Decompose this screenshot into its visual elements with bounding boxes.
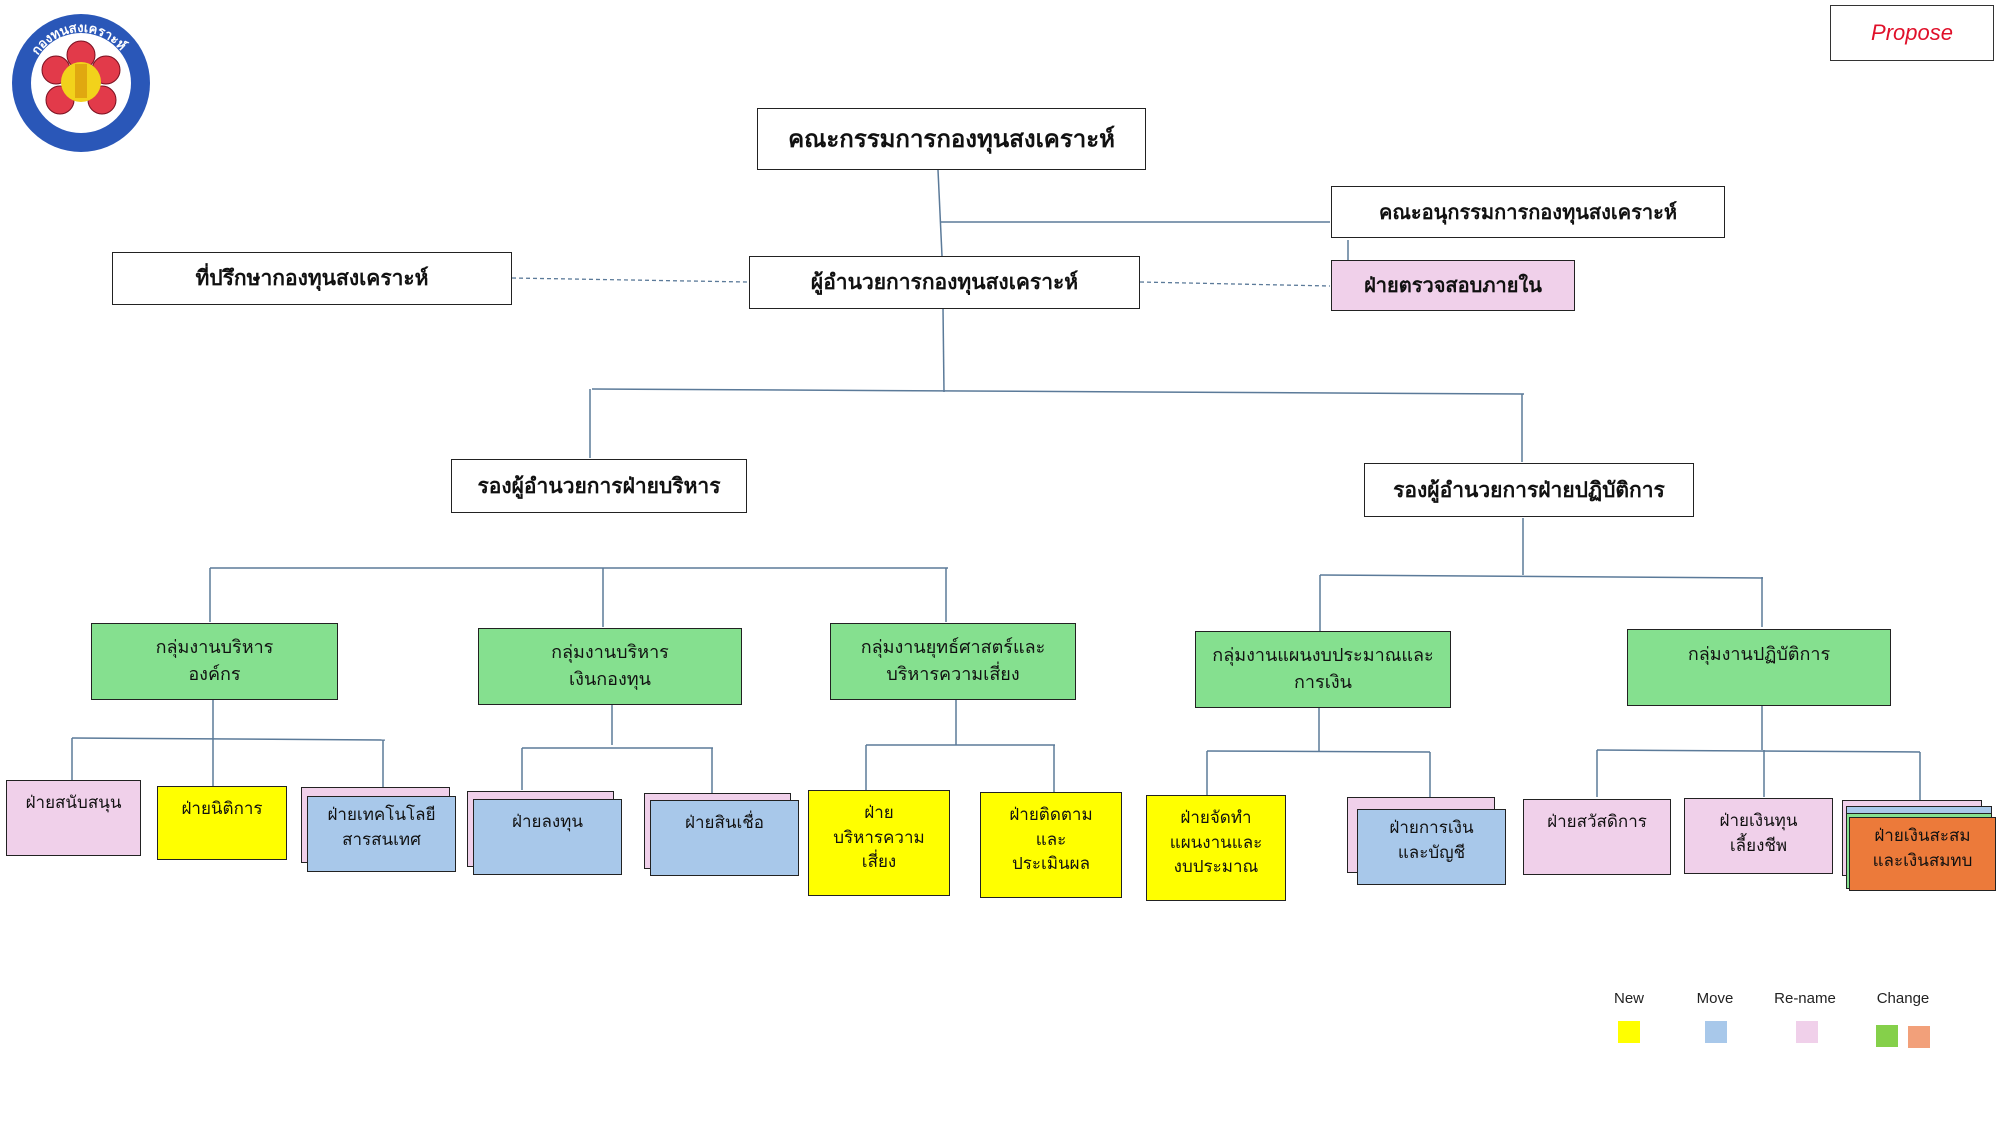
dept-label: ฝ่ายลงทุน bbox=[511, 812, 583, 832]
dept-label: ฝ่ายสวัสดิการ bbox=[1547, 812, 1647, 832]
board-box: คณะกรรมการกองทุนสงเคราะห์ bbox=[757, 108, 1146, 170]
advisor-box: ที่ปรึกษากองทุนสงเคราะห์ bbox=[112, 252, 512, 305]
dept-it: ฝ่ายเทคโนโลยี สารสนเทศ bbox=[307, 796, 456, 872]
dept-label: ฝ่ายนิติการ bbox=[181, 799, 263, 819]
legend-change-swatch-1 bbox=[1876, 1025, 1898, 1047]
dept-label: ฝ่ายจัดทำ แผนงานและ งบประมาณ bbox=[1169, 808, 1263, 878]
group-label: กลุ่มงานปฏิบัติการ bbox=[1687, 644, 1831, 665]
dept-provident-fund: ฝ่ายเงินทุน เลี้ยงชีพ bbox=[1684, 798, 1833, 874]
group-label: กลุ่มงานบริหาร เงินกองทุน bbox=[551, 642, 669, 690]
legend-move-label: Move bbox=[1696, 990, 1734, 1007]
dept-monitoring-evaluation: ฝ่ายติดตาม และ ประเมินผล bbox=[980, 792, 1122, 898]
group-label: กลุ่มงานแผนงบประมาณและ การเงิน bbox=[1212, 645, 1434, 693]
legend-change-swatch-2 bbox=[1908, 1026, 1930, 1048]
dept-legal: ฝ่ายนิติการ bbox=[157, 786, 287, 860]
advisor-label: ที่ปรึกษากองทุนสงเคราะห์ bbox=[195, 266, 429, 291]
dept-savings-contribution: ฝ่ายเงินสะสม และเงินสมทบ bbox=[1849, 817, 1996, 891]
legend-rename-swatch bbox=[1796, 1021, 1818, 1043]
dept-credit: ฝ่ายสินเชื่อ bbox=[650, 800, 799, 876]
board-label: คณะกรรมการกองทุนสงเคราะห์ bbox=[788, 124, 1115, 153]
dept-investment: ฝ่ายลงทุน bbox=[473, 799, 622, 875]
legend-change-label: Change bbox=[1876, 990, 1930, 1007]
organization-logo: กองทุนสงเคราะห์ bbox=[12, 14, 150, 152]
deputy-admin-label: รองผู้อำนวยการฝ่ายบริหาร bbox=[477, 473, 721, 498]
dept-finance-accounting: ฝ่ายการเงิน และบัญชี bbox=[1357, 809, 1506, 885]
group-org-admin: กลุ่มงานบริหาร องค์กร bbox=[91, 623, 338, 700]
director-label: ผู้อำนวยการกองทุนสงเคราะห์ bbox=[810, 270, 1079, 295]
dept-support: ฝ่ายสนับสนุน bbox=[6, 780, 141, 856]
group-label: กลุ่มงานบริหาร องค์กร bbox=[155, 637, 274, 685]
legend-new-swatch bbox=[1618, 1021, 1640, 1043]
deputy-ops-box: รองผู้อำนวยการฝ่ายปฏิบัติการ bbox=[1364, 463, 1694, 517]
legend-rename-label: Re-name bbox=[1774, 990, 1836, 1007]
dept-label: ฝ่ายเงินสะสม และเงินสมทบ bbox=[1872, 826, 1973, 871]
dept-label: ฝ่ายการเงิน และบัญชี bbox=[1389, 818, 1474, 863]
group-fund-admin: กลุ่มงานบริหาร เงินกองทุน bbox=[478, 628, 742, 705]
group-operations: กลุ่มงานปฏิบัติการ bbox=[1627, 629, 1891, 706]
legend-move-swatch bbox=[1705, 1021, 1727, 1043]
dept-label: ฝ่ายสินเชื่อ bbox=[684, 813, 765, 833]
group-strategy-risk: กลุ่มงานยุทธ์ศาสตร์และ บริหารความเสี่ยง bbox=[830, 623, 1076, 700]
deputy-ops-label: รองผู้อำนวยการฝ่ายปฏิบัติการ bbox=[1393, 477, 1665, 502]
internal-audit-label: ฝ่ายตรวจสอบภายใน bbox=[1364, 273, 1542, 297]
dept-label: ฝ่ายเทคโนโลยี สารสนเทศ bbox=[327, 805, 436, 850]
dept-planning-budget: ฝ่ายจัดทำ แผนงานและ งบประมาณ bbox=[1146, 795, 1286, 901]
propose-label: Propose bbox=[1830, 5, 1994, 61]
subcommittee-box: คณะอนุกรรมการกองทุนสงเคราะห์ bbox=[1331, 186, 1725, 238]
group-label: กลุ่มงานยุทธ์ศาสตร์และ บริหารความเสี่ยง bbox=[860, 637, 1046, 685]
subcommittee-label: คณะอนุกรรมการกองทุนสงเคราะห์ bbox=[1378, 199, 1678, 224]
dept-label: ฝ่ายสนับสนุน bbox=[25, 793, 122, 813]
group-budget-finance: กลุ่มงานแผนงบประมาณและ การเงิน bbox=[1195, 631, 1451, 708]
internal-audit-box: ฝ่ายตรวจสอบภายใน bbox=[1331, 260, 1575, 311]
legend-new-label: New bbox=[1613, 990, 1644, 1007]
director-box: ผู้อำนวยการกองทุนสงเคราะห์ bbox=[749, 256, 1140, 309]
dept-risk-management: ฝ่าย บริหารความ เสี่ยง bbox=[808, 790, 950, 896]
dept-label: ฝ่ายติดตาม และ ประเมินผล bbox=[1009, 805, 1093, 875]
deputy-admin-box: รองผู้อำนวยการฝ่ายบริหาร bbox=[451, 459, 747, 513]
dept-label: ฝ่าย บริหารความ เสี่ยง bbox=[833, 803, 925, 873]
logo-emblem-figure bbox=[75, 64, 87, 98]
dept-label: ฝ่ายเงินทุน เลี้ยงชีพ bbox=[1719, 811, 1798, 856]
dept-welfare: ฝ่ายสวัสดิการ bbox=[1523, 799, 1671, 875]
